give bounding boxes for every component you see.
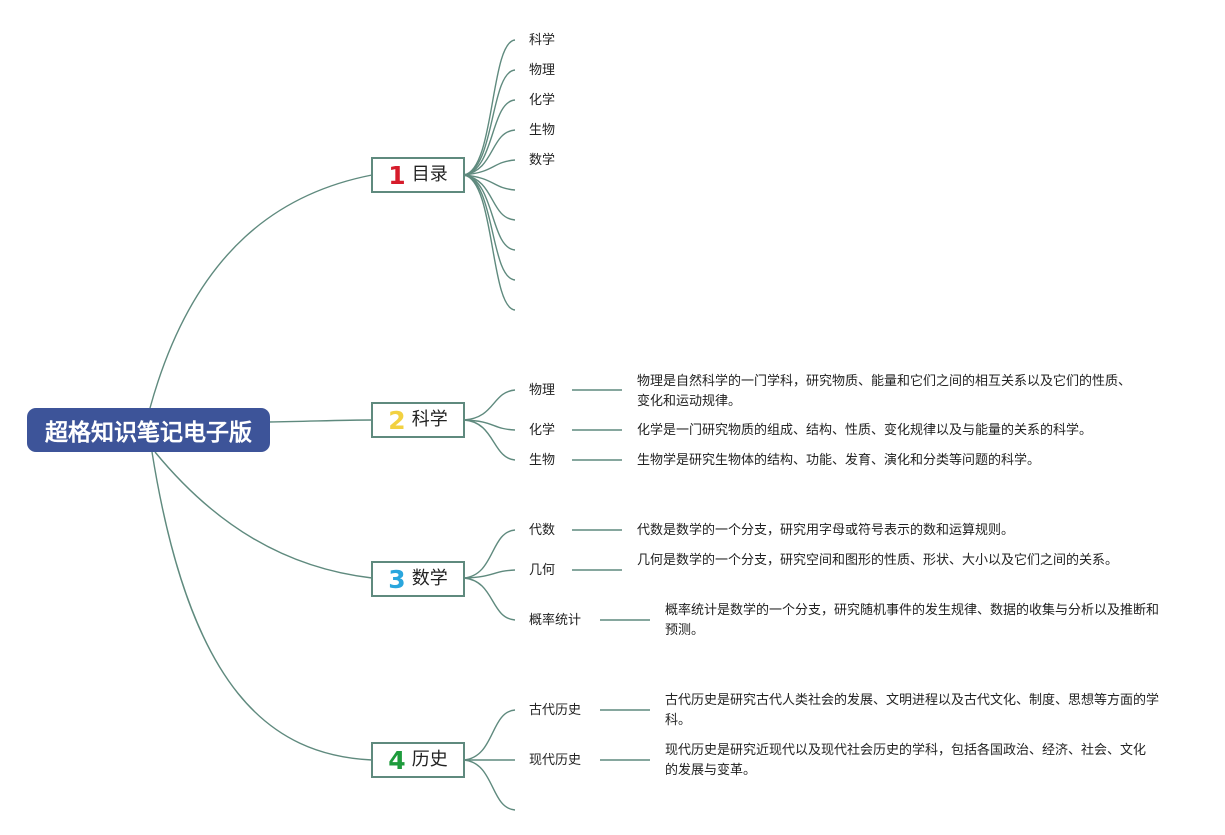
leaf-description: 古代历史是研究古代人类社会的发展、文明进程以及古代文化、制度、思想等方面的学科。 bbox=[665, 693, 1160, 728]
branch-node-contents[interactable]: 1 目录 bbox=[371, 157, 465, 193]
link-root-b2 bbox=[267, 419, 373, 423]
leaf-node[interactable]: 数学 bbox=[529, 153, 556, 168]
branch-title: 科学 bbox=[411, 409, 448, 430]
link-b1-c1 bbox=[463, 39, 516, 176]
link-b2-c1 bbox=[463, 389, 516, 421]
leaf-node[interactable]: 现代历史 bbox=[529, 753, 582, 768]
branch-number: 4 bbox=[388, 745, 406, 775]
link-b1-c8 bbox=[463, 174, 516, 251]
branch-number: 1 bbox=[388, 160, 406, 190]
link-b1-c5 bbox=[463, 159, 516, 176]
link-root-b1 bbox=[149, 174, 373, 409]
link-b1-c3 bbox=[463, 99, 516, 176]
root-title: 超格知识笔记电子版 bbox=[45, 420, 252, 446]
link-b3-c1 bbox=[463, 529, 516, 579]
link-b1-c4 bbox=[463, 129, 516, 176]
leaf-node[interactable]: 化学 bbox=[529, 93, 556, 108]
branch-node-math[interactable]: 3 数学 bbox=[371, 561, 465, 597]
link-b4-c1 bbox=[463, 709, 516, 761]
leaf-node[interactable]: 生物 bbox=[529, 453, 556, 468]
leaf-node[interactable]: 科学 bbox=[529, 33, 556, 48]
leaf-description: 化学是一门研究物质的组成、结构、性质、变化规律以及与能量的关系的科学。 bbox=[637, 423, 1093, 438]
link-b3-c3 bbox=[463, 577, 516, 621]
link-b4-c3 bbox=[463, 759, 516, 811]
branch-title: 数学 bbox=[411, 568, 448, 589]
leaf-description: 生物学是研究生物体的结构、功能、发育、演化和分类等问题的科学。 bbox=[637, 453, 1041, 468]
branch-number: 2 bbox=[388, 405, 406, 435]
leaf-node[interactable]: 生物 bbox=[529, 123, 556, 138]
link-root-b4 bbox=[151, 451, 373, 761]
leaf-node[interactable]: 几何 bbox=[529, 563, 556, 578]
leaf-node[interactable]: 化学 bbox=[529, 423, 556, 438]
leaf-description: 代数是数学的一个分支，研究用字母或符号表示的数和运算规则。 bbox=[637, 523, 1015, 538]
link-b1-c10 bbox=[463, 174, 516, 311]
leaf-description: 概率统计是数学的一个分支，研究随机事件的发生规律、数据的收集与分析以及推断和预测… bbox=[665, 603, 1160, 638]
branch-node-science[interactable]: 2 科学 bbox=[371, 402, 465, 438]
branch-number: 3 bbox=[388, 564, 406, 594]
link-root-b3 bbox=[154, 451, 373, 579]
link-b3-c2 bbox=[463, 569, 516, 579]
branch-title: 历史 bbox=[411, 749, 448, 770]
leaf-description: 几何是数学的一个分支，研究空间和图形的性质、形状、大小以及它们之间的关系。 bbox=[637, 553, 1119, 568]
leaf-description: 现代历史是研究近现代以及现代社会历史的学科，包括各国政治、经济、社会、文化的发展… bbox=[665, 743, 1147, 778]
branch-title: 目录 bbox=[411, 164, 448, 185]
branch-node-history[interactable]: 4 历史 bbox=[371, 742, 465, 778]
leaf-node[interactable]: 代数 bbox=[529, 523, 556, 538]
leaf-node[interactable]: 概率统计 bbox=[529, 613, 582, 628]
leaf-description: 物理是自然科学的一门学科，研究物质、能量和它们之间的相互关系以及它们的性质、变化… bbox=[637, 374, 1132, 409]
link-b2-c3 bbox=[463, 419, 516, 461]
leaf-node[interactable]: 物理 bbox=[529, 63, 556, 78]
link-b1-c7 bbox=[463, 174, 516, 221]
root-node[interactable]: 超格知识笔记电子版 bbox=[27, 408, 270, 452]
link-b1-c9 bbox=[463, 174, 516, 281]
link-b1-c2 bbox=[463, 69, 516, 176]
leaf-node[interactable]: 物理 bbox=[529, 383, 556, 398]
leaf-node[interactable]: 古代历史 bbox=[529, 703, 582, 718]
link-b1-c6 bbox=[463, 174, 516, 191]
